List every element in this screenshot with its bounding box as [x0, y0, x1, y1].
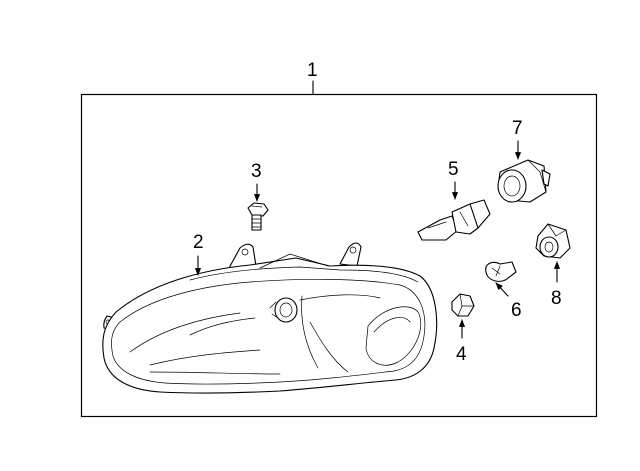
retainer-cap — [451, 293, 475, 317]
small-bulb — [485, 261, 517, 282]
side-socket — [535, 223, 571, 259]
callout-7: 7 — [512, 118, 523, 139]
callout-5: 5 — [448, 159, 459, 180]
callout-1: 1 — [307, 60, 318, 81]
callout-6: 6 — [511, 300, 522, 321]
bulb-socket — [497, 159, 551, 203]
callout-8: 8 — [551, 288, 562, 309]
assembly-frame — [80, 93, 598, 418]
callout-3: 3 — [251, 161, 262, 182]
headlamp-bulb — [417, 199, 491, 241]
callout-4: 4 — [456, 344, 467, 365]
headlamp-housing — [102, 242, 438, 394]
callout-2: 2 — [193, 232, 204, 253]
leader-line-6 — [495, 282, 509, 297]
bolt — [247, 202, 269, 231]
